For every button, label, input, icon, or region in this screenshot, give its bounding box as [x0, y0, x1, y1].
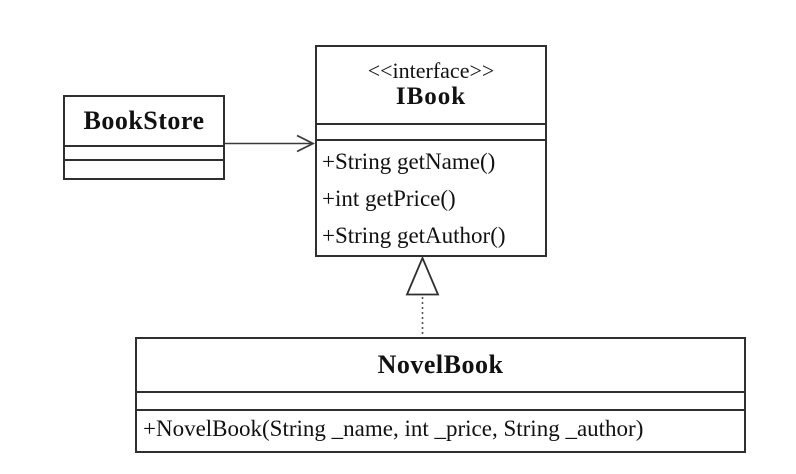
class-box-bookstore: BookStore — [63, 95, 225, 180]
association-open-arrowhead-icon — [296, 134, 316, 153]
ibook-method-getauthor: +String getAuthor() — [322, 223, 506, 248]
novelbook-constructor: +NovelBook(String _name, int _price, Str… — [143, 416, 644, 442]
realization-triangle-icon — [405, 255, 440, 296]
ibook-method-getname: +String getName() — [322, 149, 496, 174]
novelbook-title-compartment: NovelBook — [137, 339, 744, 391]
ibook-title-compartment: <<interface>> IBook — [317, 47, 545, 123]
ibook-stereotype: <<interface>> — [367, 58, 495, 84]
ibook-method-getprice: +int getPrice() — [322, 186, 456, 211]
ibook-methods-compartment: +String getName() +int getPrice() +Strin… — [317, 139, 545, 251]
bookstore-attributes-compartment — [65, 145, 223, 159]
class-box-novelbook: NovelBook +NovelBook(String _name, int _… — [135, 337, 746, 453]
novelbook-class-name: NovelBook — [377, 350, 504, 380]
novelbook-methods-compartment: +NovelBook(String _name, int _price, Str… — [137, 409, 744, 447]
ibook-attributes-compartment — [317, 123, 545, 139]
bookstore-title-compartment: BookStore — [65, 97, 223, 145]
novelbook-attributes-compartment — [137, 391, 744, 409]
bookstore-class-name: BookStore — [83, 106, 205, 136]
bookstore-methods-compartment — [65, 159, 223, 174]
ibook-interface-name: IBook — [395, 83, 467, 111]
interface-box-ibook: <<interface>> IBook +String getName() +i… — [315, 45, 547, 257]
